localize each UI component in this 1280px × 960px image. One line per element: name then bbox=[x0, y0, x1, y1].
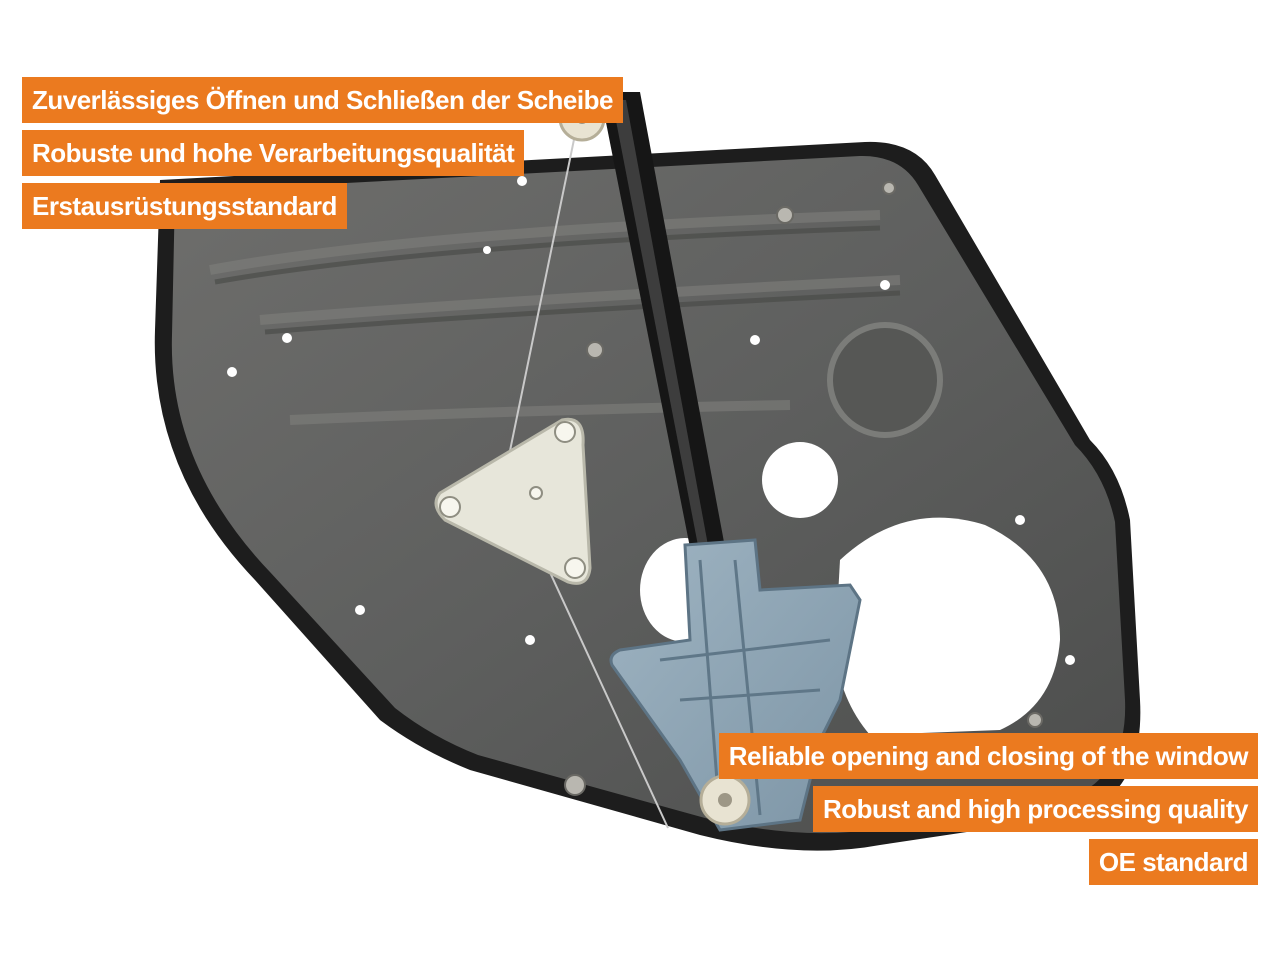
feature-label-en-reliable: Reliable opening and closing of the wind… bbox=[718, 733, 1258, 779]
speaker-recess bbox=[827, 322, 943, 438]
feature-label-en-robust: Robust and high processing quality bbox=[812, 786, 1258, 832]
panel-cutout-large bbox=[835, 517, 1060, 735]
rivets bbox=[564, 181, 1043, 796]
drive-unit-bolts bbox=[439, 421, 586, 579]
feature-label-de-oe-standard: Erstausrüstungsstandard bbox=[22, 183, 347, 229]
mounting-holes bbox=[227, 176, 1075, 665]
drive-unit-mount bbox=[434, 417, 592, 585]
panel-cutout-small bbox=[762, 442, 838, 518]
feature-label-en-oe-standard: OE standard bbox=[1088, 839, 1258, 885]
feature-label-de-reliable: Zuverlässiges Öffnen und Schließen der S… bbox=[22, 77, 623, 123]
feature-label-de-robust: Robuste und hohe Verarbeitungsqualität bbox=[22, 130, 525, 176]
